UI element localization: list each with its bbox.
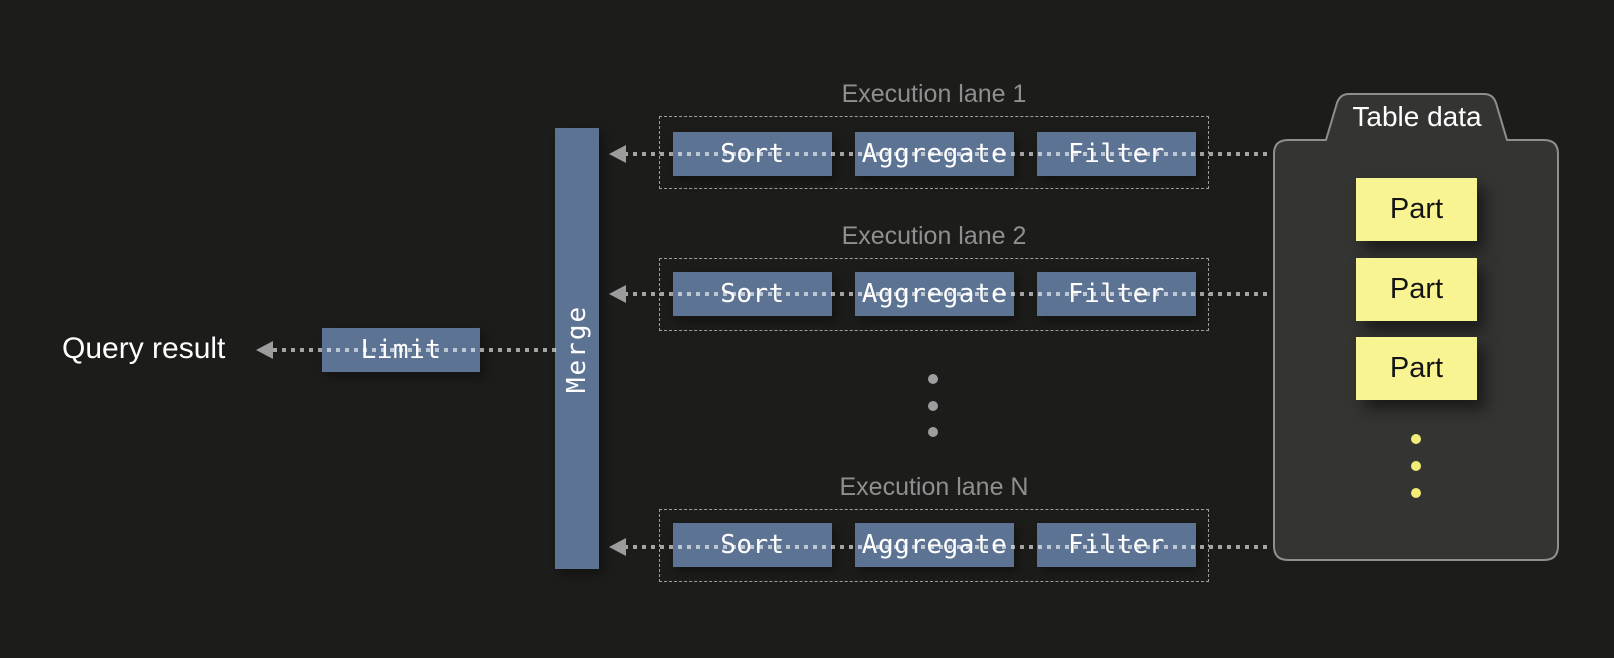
table-data-outline xyxy=(1273,93,1559,561)
execution-lane-n-label: Execution lane N xyxy=(839,473,1029,501)
arrow-left-icon xyxy=(609,145,626,163)
lanes-ellipsis-dot xyxy=(928,374,938,384)
dataflow-dotted-line xyxy=(624,292,1271,296)
table-data-title: Table data xyxy=(1352,101,1482,132)
merge-operator-label: Merge xyxy=(562,304,592,393)
arrow-left-icon xyxy=(609,285,626,303)
arrow-left-icon xyxy=(609,538,626,556)
lanes-ellipsis-dot xyxy=(928,401,938,411)
lanes-ellipsis-dot xyxy=(928,427,938,437)
arrow-left-icon xyxy=(256,341,273,359)
dataflow-dotted-line xyxy=(624,152,1271,156)
parts-ellipsis-dot xyxy=(1411,434,1421,444)
parts-ellipsis-dot xyxy=(1411,488,1421,498)
execution-lane-1-label: Execution lane 1 xyxy=(841,80,1027,108)
dataflow-dotted-line xyxy=(273,348,556,352)
merge-operator-box: Merge xyxy=(555,128,599,569)
dataflow-dotted-line xyxy=(624,545,1271,549)
parts-ellipsis-dot xyxy=(1411,461,1421,471)
part-box: Part xyxy=(1356,337,1477,400)
query-result-label: Query result xyxy=(62,332,226,365)
execution-lane-2-label: Execution lane 2 xyxy=(841,222,1027,250)
part-box: Part xyxy=(1356,258,1477,321)
part-box: Part xyxy=(1356,178,1477,241)
